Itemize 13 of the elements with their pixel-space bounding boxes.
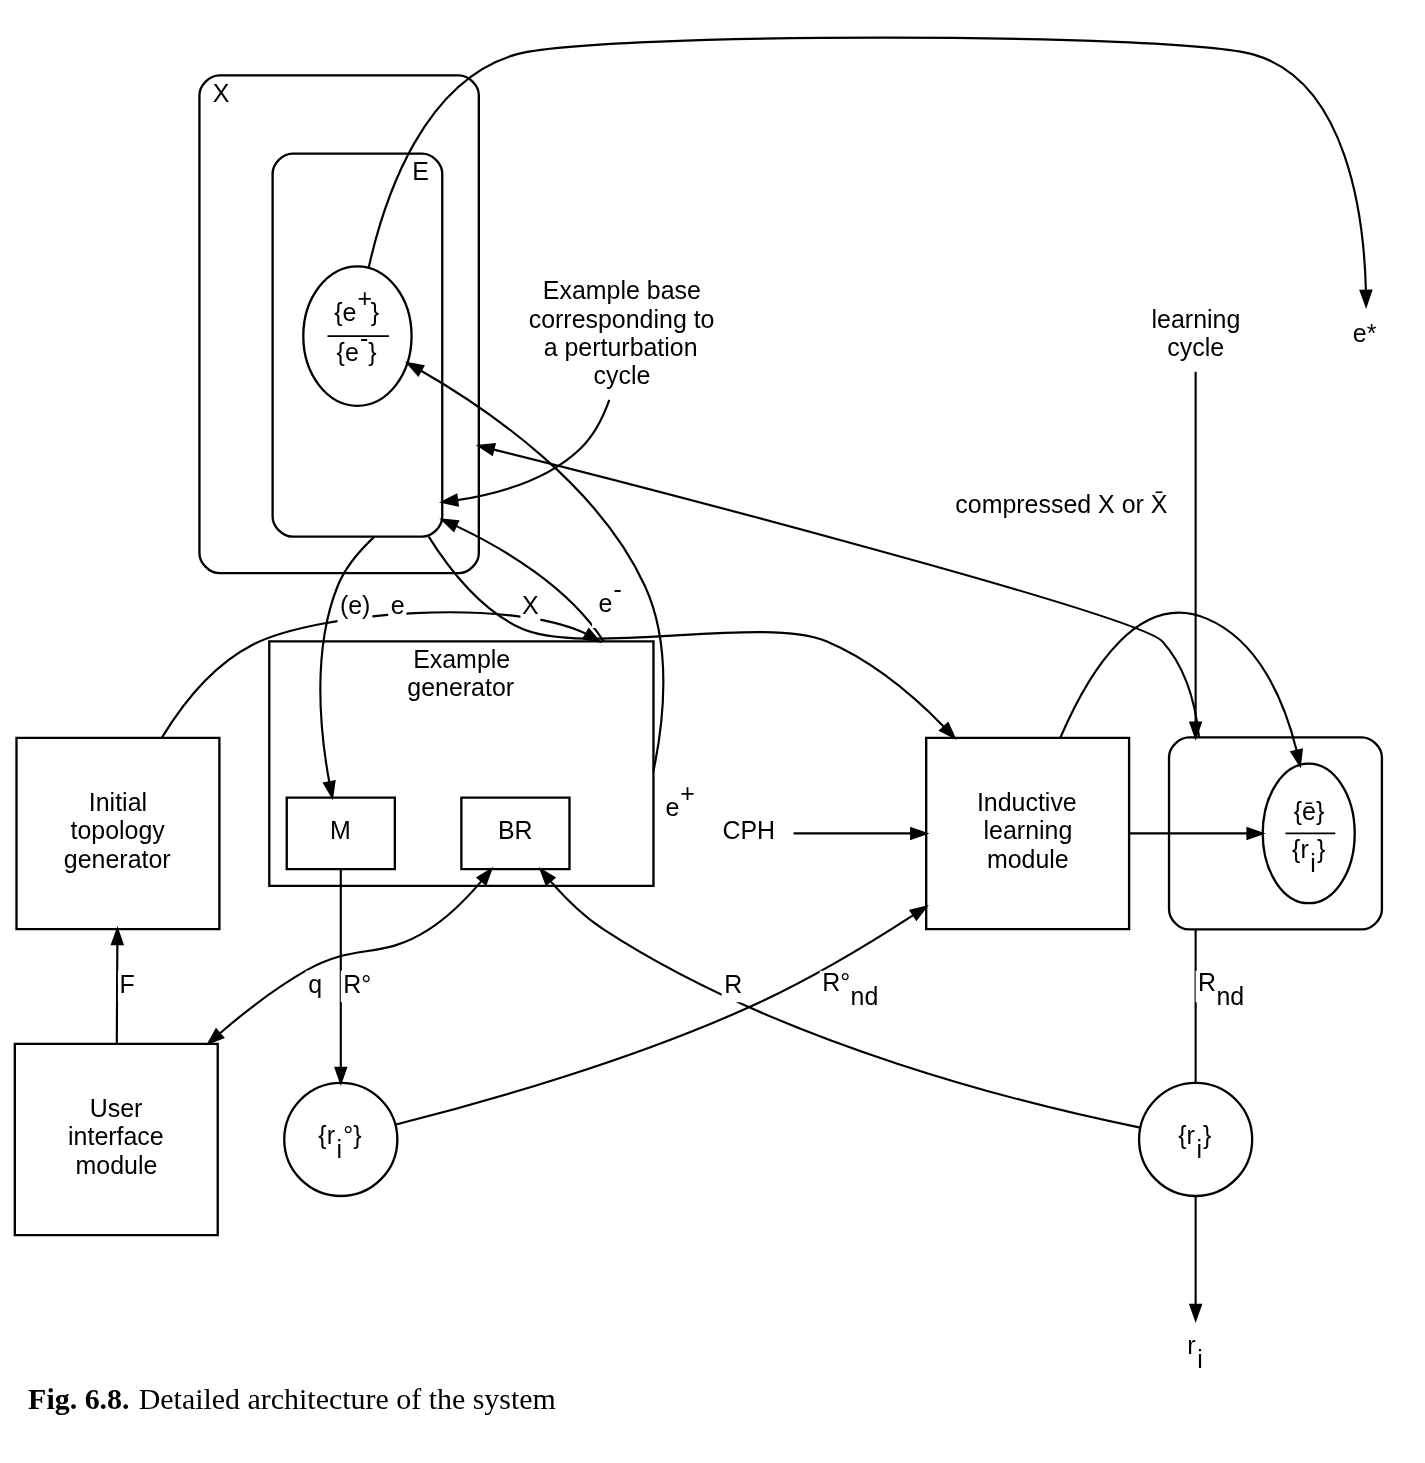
node-text: Example base corresponding to a perturbation cycle <box>528 275 715 389</box>
edge-label: compressed X or X̄ <box>955 489 1168 518</box>
edge-label: e <box>390 590 405 619</box>
edge-label: (e) <box>339 590 371 619</box>
edge-label: R° <box>343 969 372 998</box>
edge-label: q <box>308 969 323 998</box>
edge-label: R <box>724 969 743 998</box>
edge-label: X <box>522 590 539 619</box>
node-text: learning cycle <box>1151 304 1241 361</box>
node-text: CPH <box>722 815 776 844</box>
edge-label: F <box>119 969 135 998</box>
node-text: e* <box>1352 318 1377 347</box>
caption: Fig. 6.8. Detailed architecture of the system <box>28 1381 556 1415</box>
